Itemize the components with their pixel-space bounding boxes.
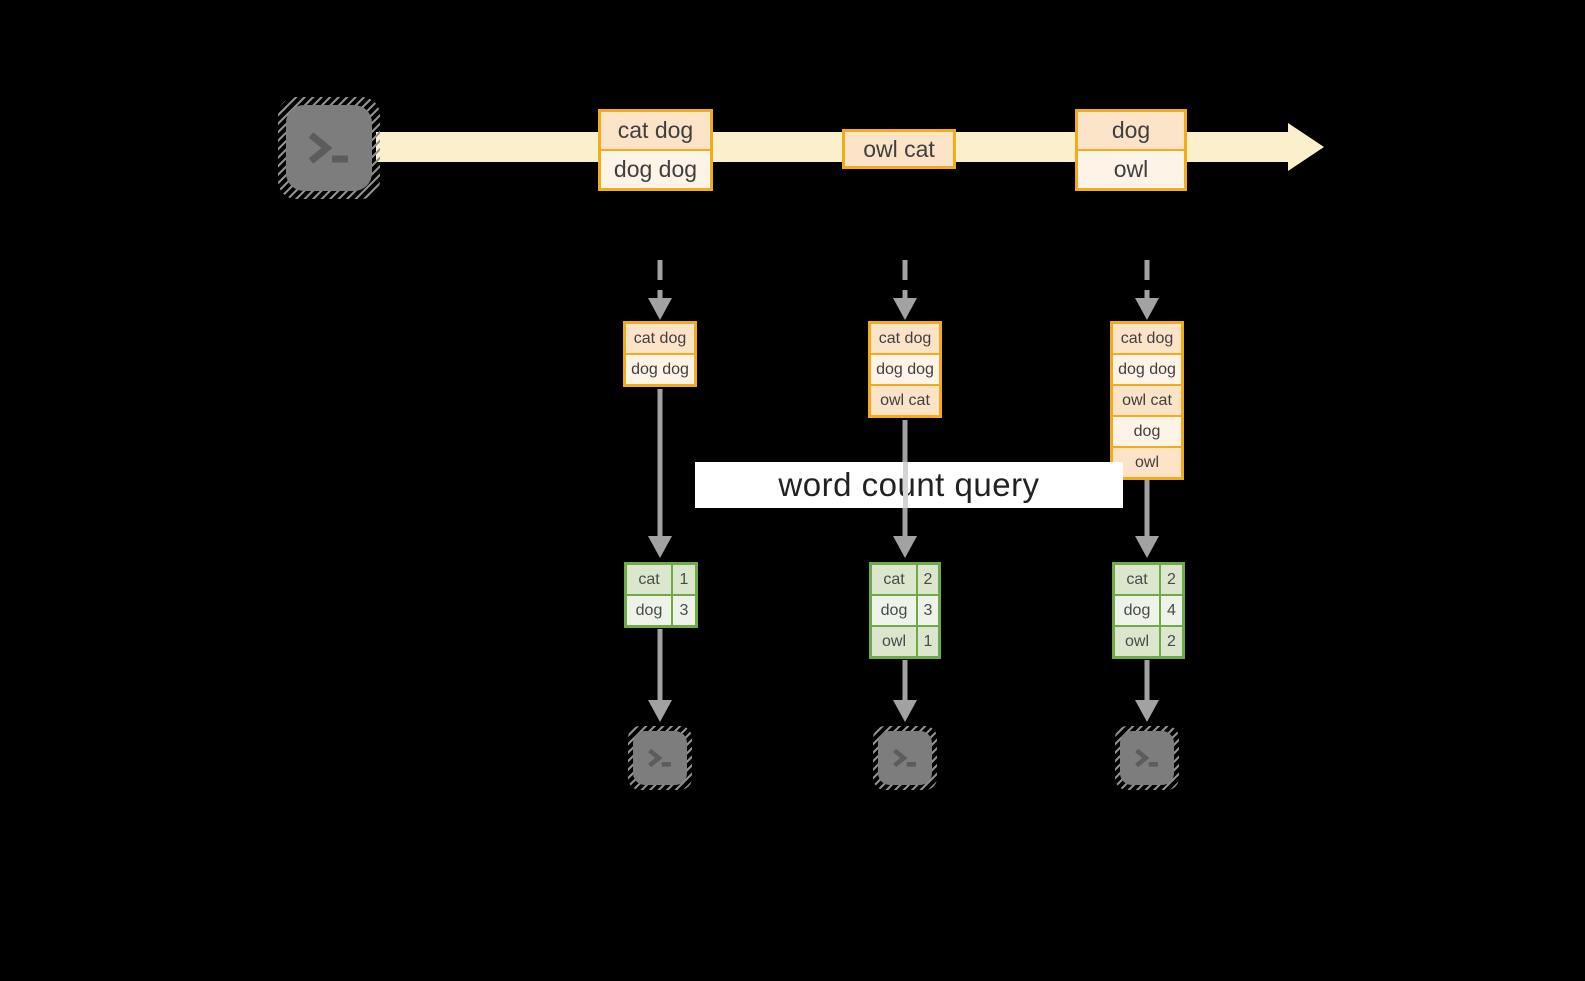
query-label: word count query (695, 462, 1123, 508)
stream-record: owl cat (845, 132, 953, 166)
count-cell: 4 (1161, 596, 1182, 625)
count-cell: 3 (918, 596, 938, 625)
terminal-screen (878, 731, 932, 785)
buffer-record: dog (1113, 415, 1181, 446)
terminal-prompt-icon (308, 132, 348, 164)
output-arrow-2-icon (893, 660, 917, 722)
terminal-prompt-icon (1135, 748, 1158, 768)
count-cell: 2 (1161, 627, 1182, 656)
input-buffer-1: cat dog dog dog (623, 321, 697, 387)
query-arrow-3-icon (1135, 480, 1159, 558)
word-cell: cat (872, 565, 916, 594)
count-table-2: cat 2 dog 3 owl 1 (869, 562, 941, 659)
sink-terminal-1-icon (628, 726, 692, 790)
count-table-3: cat 2 dog 4 owl 2 (1112, 562, 1185, 659)
terminal-screen (286, 105, 372, 191)
terminal-prompt-icon (648, 748, 671, 768)
count-cell: 2 (1161, 565, 1182, 594)
buffer-record: dog dog (871, 353, 939, 384)
word-cell: owl (872, 627, 916, 656)
buffer-record: dog dog (1113, 353, 1181, 384)
output-arrow-1-icon (648, 629, 672, 722)
stream-arrowhead-icon (1288, 123, 1324, 171)
buffer-record: owl (1113, 446, 1181, 477)
input-buffer-2: cat dog dog dog owl cat (868, 321, 942, 418)
query-arrow-overlay (903, 462, 908, 508)
source-terminal-icon (278, 97, 380, 199)
buffer-record: dog dog (626, 353, 694, 384)
input-buffer-3: cat dog dog dog owl cat dog owl (1110, 321, 1184, 480)
buffer-record: owl cat (1113, 384, 1181, 415)
sink-terminal-2-icon (873, 726, 937, 790)
terminal-screen (1120, 731, 1174, 785)
stream-record: dog dog (601, 149, 710, 188)
buffer-record: cat dog (871, 324, 939, 353)
sink-terminal-3-icon (1115, 726, 1179, 790)
terminal-screen (633, 731, 687, 785)
word-cell: dog (1115, 596, 1159, 625)
stream-record: owl (1078, 149, 1184, 188)
word-cell: owl (1115, 627, 1159, 656)
buffer-record: cat dog (626, 324, 694, 353)
ingest-arrow-3-icon (1135, 260, 1159, 320)
count-cell: 1 (673, 565, 695, 594)
ingest-arrow-1-icon (648, 260, 672, 320)
query-arrow-1-icon (648, 389, 672, 558)
count-cell: 1 (918, 627, 938, 656)
ingest-arrow-2-icon (893, 260, 917, 320)
stream-batch-2: owl cat (842, 129, 956, 169)
word-cell: cat (1115, 565, 1159, 594)
stream-batch-1: cat dog dog dog (598, 109, 713, 191)
buffer-record: cat dog (1113, 324, 1181, 353)
buffer-record: owl cat (871, 384, 939, 415)
count-table-1: cat 1 dog 3 (624, 562, 698, 628)
word-cell: dog (872, 596, 916, 625)
stream-batch-3: dog owl (1075, 109, 1187, 191)
word-cell: cat (627, 565, 671, 594)
stream-record: dog (1078, 112, 1184, 149)
output-arrow-3-icon (1135, 660, 1159, 722)
count-cell: 3 (673, 596, 695, 625)
stream-record: cat dog (601, 112, 710, 149)
word-cell: dog (627, 596, 671, 625)
terminal-prompt-icon (893, 748, 916, 768)
count-cell: 2 (918, 565, 938, 594)
